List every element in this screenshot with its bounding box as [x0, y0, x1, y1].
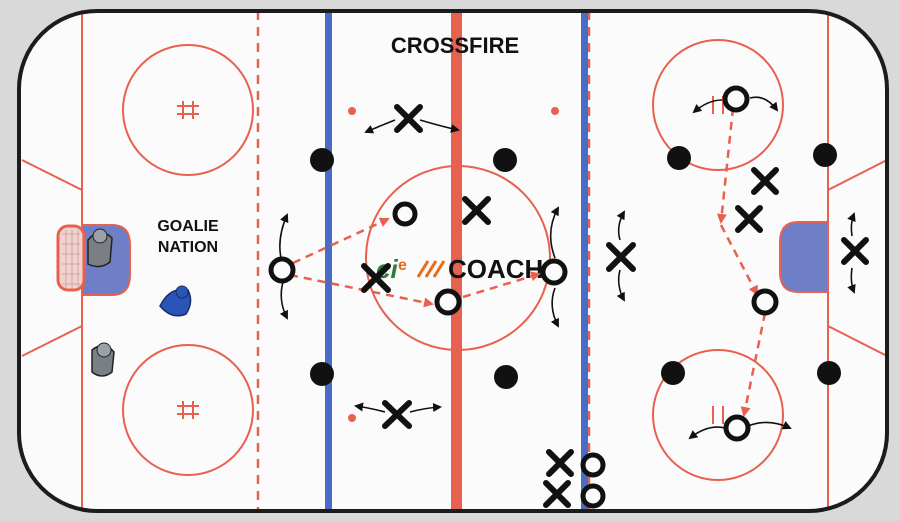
brand-label-line1: GOALIE — [157, 218, 219, 235]
blue-line-left — [325, 11, 332, 511]
puck — [813, 143, 837, 167]
logo-prefix: e — [398, 257, 407, 274]
player-o — [395, 204, 415, 224]
player-o — [271, 259, 293, 281]
player-o — [726, 417, 748, 439]
player-o — [754, 291, 776, 313]
player-o — [725, 88, 747, 110]
neutral-dot-top — [348, 107, 356, 115]
blue-line-right — [581, 11, 588, 511]
goal-net-left — [58, 226, 84, 290]
puck — [310, 148, 334, 172]
puck — [667, 146, 691, 170]
neutral-dot-right-top — [551, 107, 559, 115]
puck — [493, 148, 517, 172]
brand-label-line2: NATION — [158, 239, 218, 256]
drill-title: CROSSFIRE — [391, 33, 519, 58]
puck — [817, 361, 841, 385]
player-o — [543, 261, 565, 283]
logo-text: COACH — [448, 254, 543, 284]
goalie-standing-icon — [92, 343, 114, 376]
player-o — [437, 291, 459, 313]
puck — [661, 361, 685, 385]
puck — [494, 365, 518, 389]
neutral-dot-bottom — [348, 414, 356, 422]
goal-crease-right — [780, 222, 828, 292]
player-o — [583, 486, 603, 506]
puck — [310, 362, 334, 386]
player-o — [583, 455, 603, 475]
